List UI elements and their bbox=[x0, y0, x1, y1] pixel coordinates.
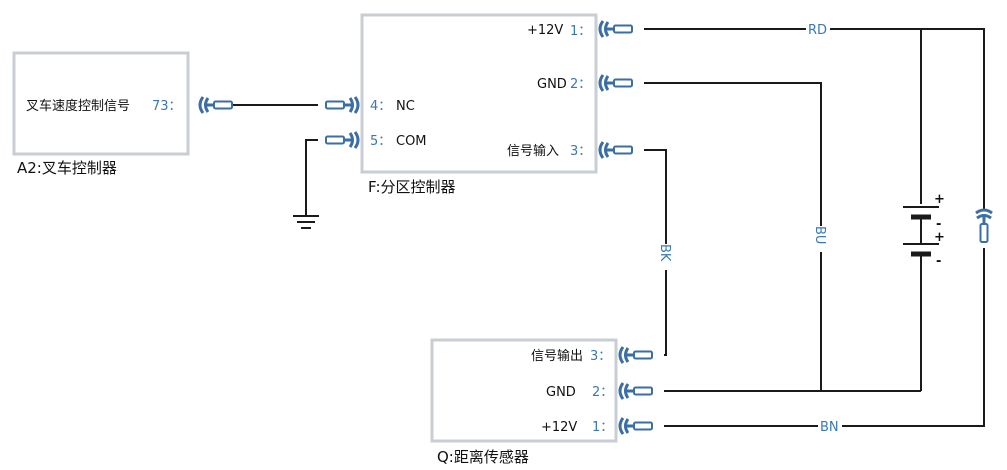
f-pin1-num: 1： bbox=[570, 24, 591, 39]
f-pin3-name: 信号输入 bbox=[507, 143, 559, 159]
battery-icon bbox=[903, 204, 939, 257]
q-pin1-num: 1： bbox=[592, 420, 613, 435]
q-pin3-name: 信号输出 bbox=[531, 348, 583, 364]
device-f-box bbox=[360, 13, 598, 174]
q-pin3-num: 3： bbox=[590, 349, 611, 364]
f-pin5-num: 5： bbox=[370, 134, 391, 149]
a2-pin-num: 73： bbox=[152, 99, 182, 114]
device-f-label: F:分区控制器 bbox=[368, 178, 456, 196]
battery-plus-2: + bbox=[934, 230, 945, 245]
f-pin3-num: 3： bbox=[570, 144, 591, 159]
wire-com-to-ground bbox=[305, 139, 318, 215]
device-a2-box bbox=[12, 51, 190, 156]
connector-icon bbox=[598, 19, 634, 39]
f-pin5-name: COM bbox=[396, 134, 427, 149]
f-pin4-name: NC bbox=[396, 99, 415, 114]
wire-label-bu: BU bbox=[812, 226, 827, 244]
battery-plus-1: + bbox=[934, 192, 945, 207]
f-pin2-num: 2： bbox=[570, 77, 591, 92]
q-pin2-name: GND bbox=[546, 385, 576, 400]
connector-icon bbox=[324, 130, 360, 150]
wire-label-bn: BN bbox=[820, 420, 839, 435]
connector-icon bbox=[324, 95, 360, 115]
connector-icon bbox=[618, 381, 654, 401]
a2-pin-name: 叉车速度控制信号 bbox=[26, 98, 130, 114]
connector-icon bbox=[618, 416, 654, 436]
q-pin2-num: 2： bbox=[592, 385, 613, 400]
device-a2-label: A2:叉车控制器 bbox=[17, 159, 117, 177]
f-pin2-name: GND bbox=[537, 77, 567, 92]
battery-minus-2: - bbox=[936, 254, 941, 269]
device-q-label: Q:距离传感器 bbox=[437, 448, 529, 466]
f-pin4-num: 4： bbox=[370, 99, 391, 114]
wire-bn bbox=[664, 248, 985, 427]
connector-icon bbox=[618, 345, 654, 365]
connector-icon bbox=[974, 208, 994, 244]
q-pin1-name: +12V bbox=[541, 420, 577, 435]
connector-icon bbox=[598, 73, 634, 93]
connector-icon bbox=[598, 140, 634, 160]
wire-bu bbox=[644, 82, 822, 391]
f-pin1-name: +12V bbox=[527, 23, 563, 38]
wire-rd bbox=[644, 28, 985, 210]
wire-label-bk: BK bbox=[657, 244, 672, 262]
ground-icon bbox=[293, 215, 319, 229]
wire-label-rd: RD bbox=[808, 23, 827, 38]
battery-minus-1: - bbox=[936, 217, 941, 232]
device-q-box bbox=[430, 338, 618, 443]
connector-icon bbox=[198, 95, 234, 115]
